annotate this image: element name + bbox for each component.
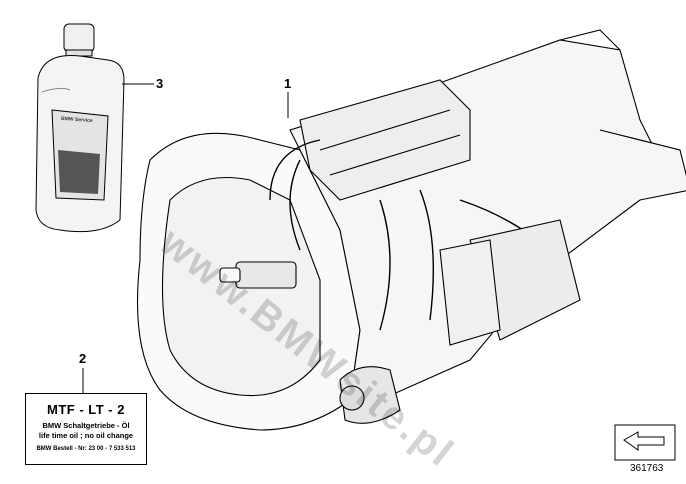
oil-label-name: BMW Schaltgetriebe - Öl (42, 421, 130, 430)
callout-part-3: 3 (156, 76, 164, 91)
oil-label-order-number: BMW Bestell - Nr: 23 00 - 7 533 513 (36, 446, 136, 452)
callout-part-1: 1 (284, 76, 292, 91)
oil-label-box: MTF - LT - 2 BMW Schaltgetriebe - Öl lif… (25, 393, 147, 465)
oil-label-type: MTF - LT - 2 (47, 402, 125, 417)
oil-bottle-icon (35, 23, 125, 233)
leader-lines (82, 83, 289, 393)
oil-label-note: life time oil ; no oil change (38, 431, 134, 440)
callout-part-2: 2 (79, 351, 87, 366)
diagram-id: 361763 (630, 463, 664, 474)
view-direction-arrow-icon (614, 424, 676, 461)
transmission-drawing (136, 29, 686, 431)
